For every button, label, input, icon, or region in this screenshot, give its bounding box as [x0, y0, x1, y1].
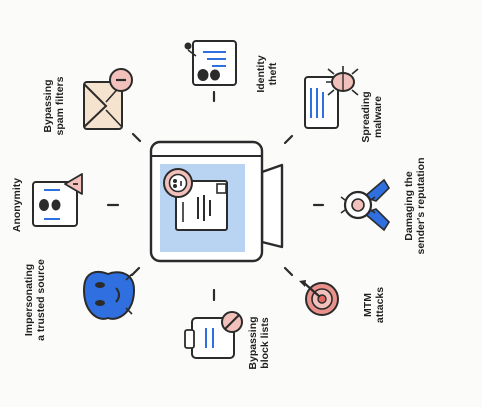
- label-mtm-attacks: MTM attacks: [362, 286, 386, 324]
- label-impersonating-source: Impersonating a trusted source: [23, 259, 47, 341]
- id-card-icon: [184, 40, 237, 86]
- label-spreading-malware: Spreading malware: [360, 91, 384, 143]
- connector-lines: [106, 90, 325, 302]
- spoofed-email-window-icon: [149, 140, 284, 263]
- label-anonymity: Anonymity: [11, 177, 23, 233]
- label-bypassing-block-lists: Bypassing block lists: [247, 316, 271, 370]
- broken-medal-icon: [340, 178, 391, 232]
- spam-envelope-icon: [83, 68, 133, 130]
- blocked-list-icon: [184, 311, 243, 359]
- label-bypassing-spam-filters: Bypassing spam filters: [42, 76, 66, 136]
- mask-icon: [82, 271, 136, 320]
- label-identity-theft: Identity theft: [255, 55, 279, 93]
- anonymous-card-icon: [32, 173, 83, 227]
- target-icon: [299, 280, 339, 316]
- bug-document-icon: [304, 66, 359, 129]
- label-damaging-reputation: Damaging the sender's reputation: [403, 157, 427, 255]
